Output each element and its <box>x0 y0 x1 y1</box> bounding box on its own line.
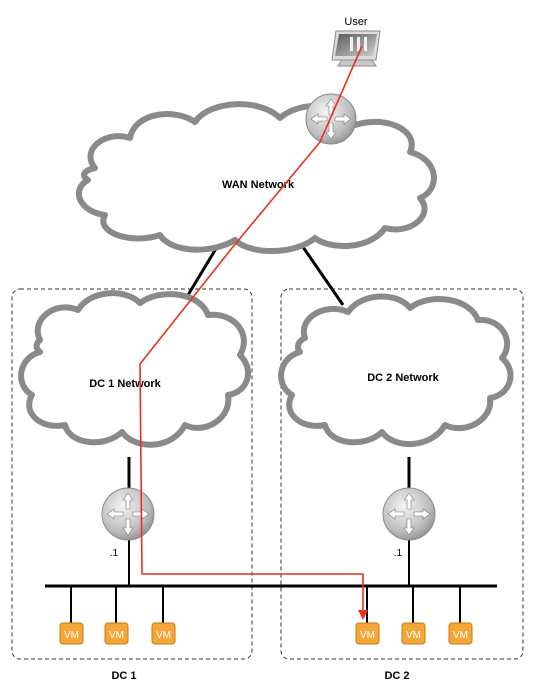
wan-network-label: WAN Network <box>222 179 295 191</box>
vm-label: VM <box>156 630 171 641</box>
wan-dc2-link <box>301 246 345 306</box>
dc2-vm-group: VM VM VM <box>355 622 473 645</box>
wan-cloud: WAN Network <box>75 101 437 254</box>
vm-label: VM <box>360 630 375 641</box>
user-workstation: User <box>331 16 381 67</box>
dc2-network-label: DC 2 Network <box>367 372 439 384</box>
arrow-head-icon <box>358 610 368 620</box>
vm-box: VM <box>355 622 380 645</box>
dc2-gateway-label: .1 <box>394 548 403 559</box>
dc1-network-label: DC 1 Network <box>89 378 161 390</box>
vm-box: VM <box>448 622 473 645</box>
dc2-cloud: DC 2 Network <box>278 293 514 447</box>
router-icon <box>382 487 436 541</box>
dc1-footer-label: DC 1 <box>111 670 136 682</box>
router-icon <box>101 487 155 541</box>
dc1-gateway-label: .1 <box>110 548 119 559</box>
vm-box: VM <box>151 622 176 645</box>
vm-label: VM <box>406 630 421 641</box>
wan-router <box>305 93 357 145</box>
dc1-vm-group: VM VM VM <box>59 622 176 645</box>
dc2-footer-label: DC 2 <box>384 670 409 682</box>
vm-box: VM <box>401 622 426 645</box>
dc2-router: .1 <box>382 487 436 559</box>
router-icon <box>305 93 357 145</box>
vm-label: VM <box>453 630 468 641</box>
vm-box: VM <box>104 622 129 645</box>
traffic-path <box>139 45 368 620</box>
dc1-cloud: DC 1 Network <box>18 290 251 448</box>
vm-drops <box>70 586 461 623</box>
dc2-container <box>280 288 524 660</box>
vm-label: VM <box>64 630 79 641</box>
user-label: User <box>344 16 368 28</box>
monitor-icon <box>331 30 381 67</box>
vm-label: VM <box>109 630 124 641</box>
dc1-container <box>11 288 253 660</box>
vm-box: VM <box>59 622 84 645</box>
